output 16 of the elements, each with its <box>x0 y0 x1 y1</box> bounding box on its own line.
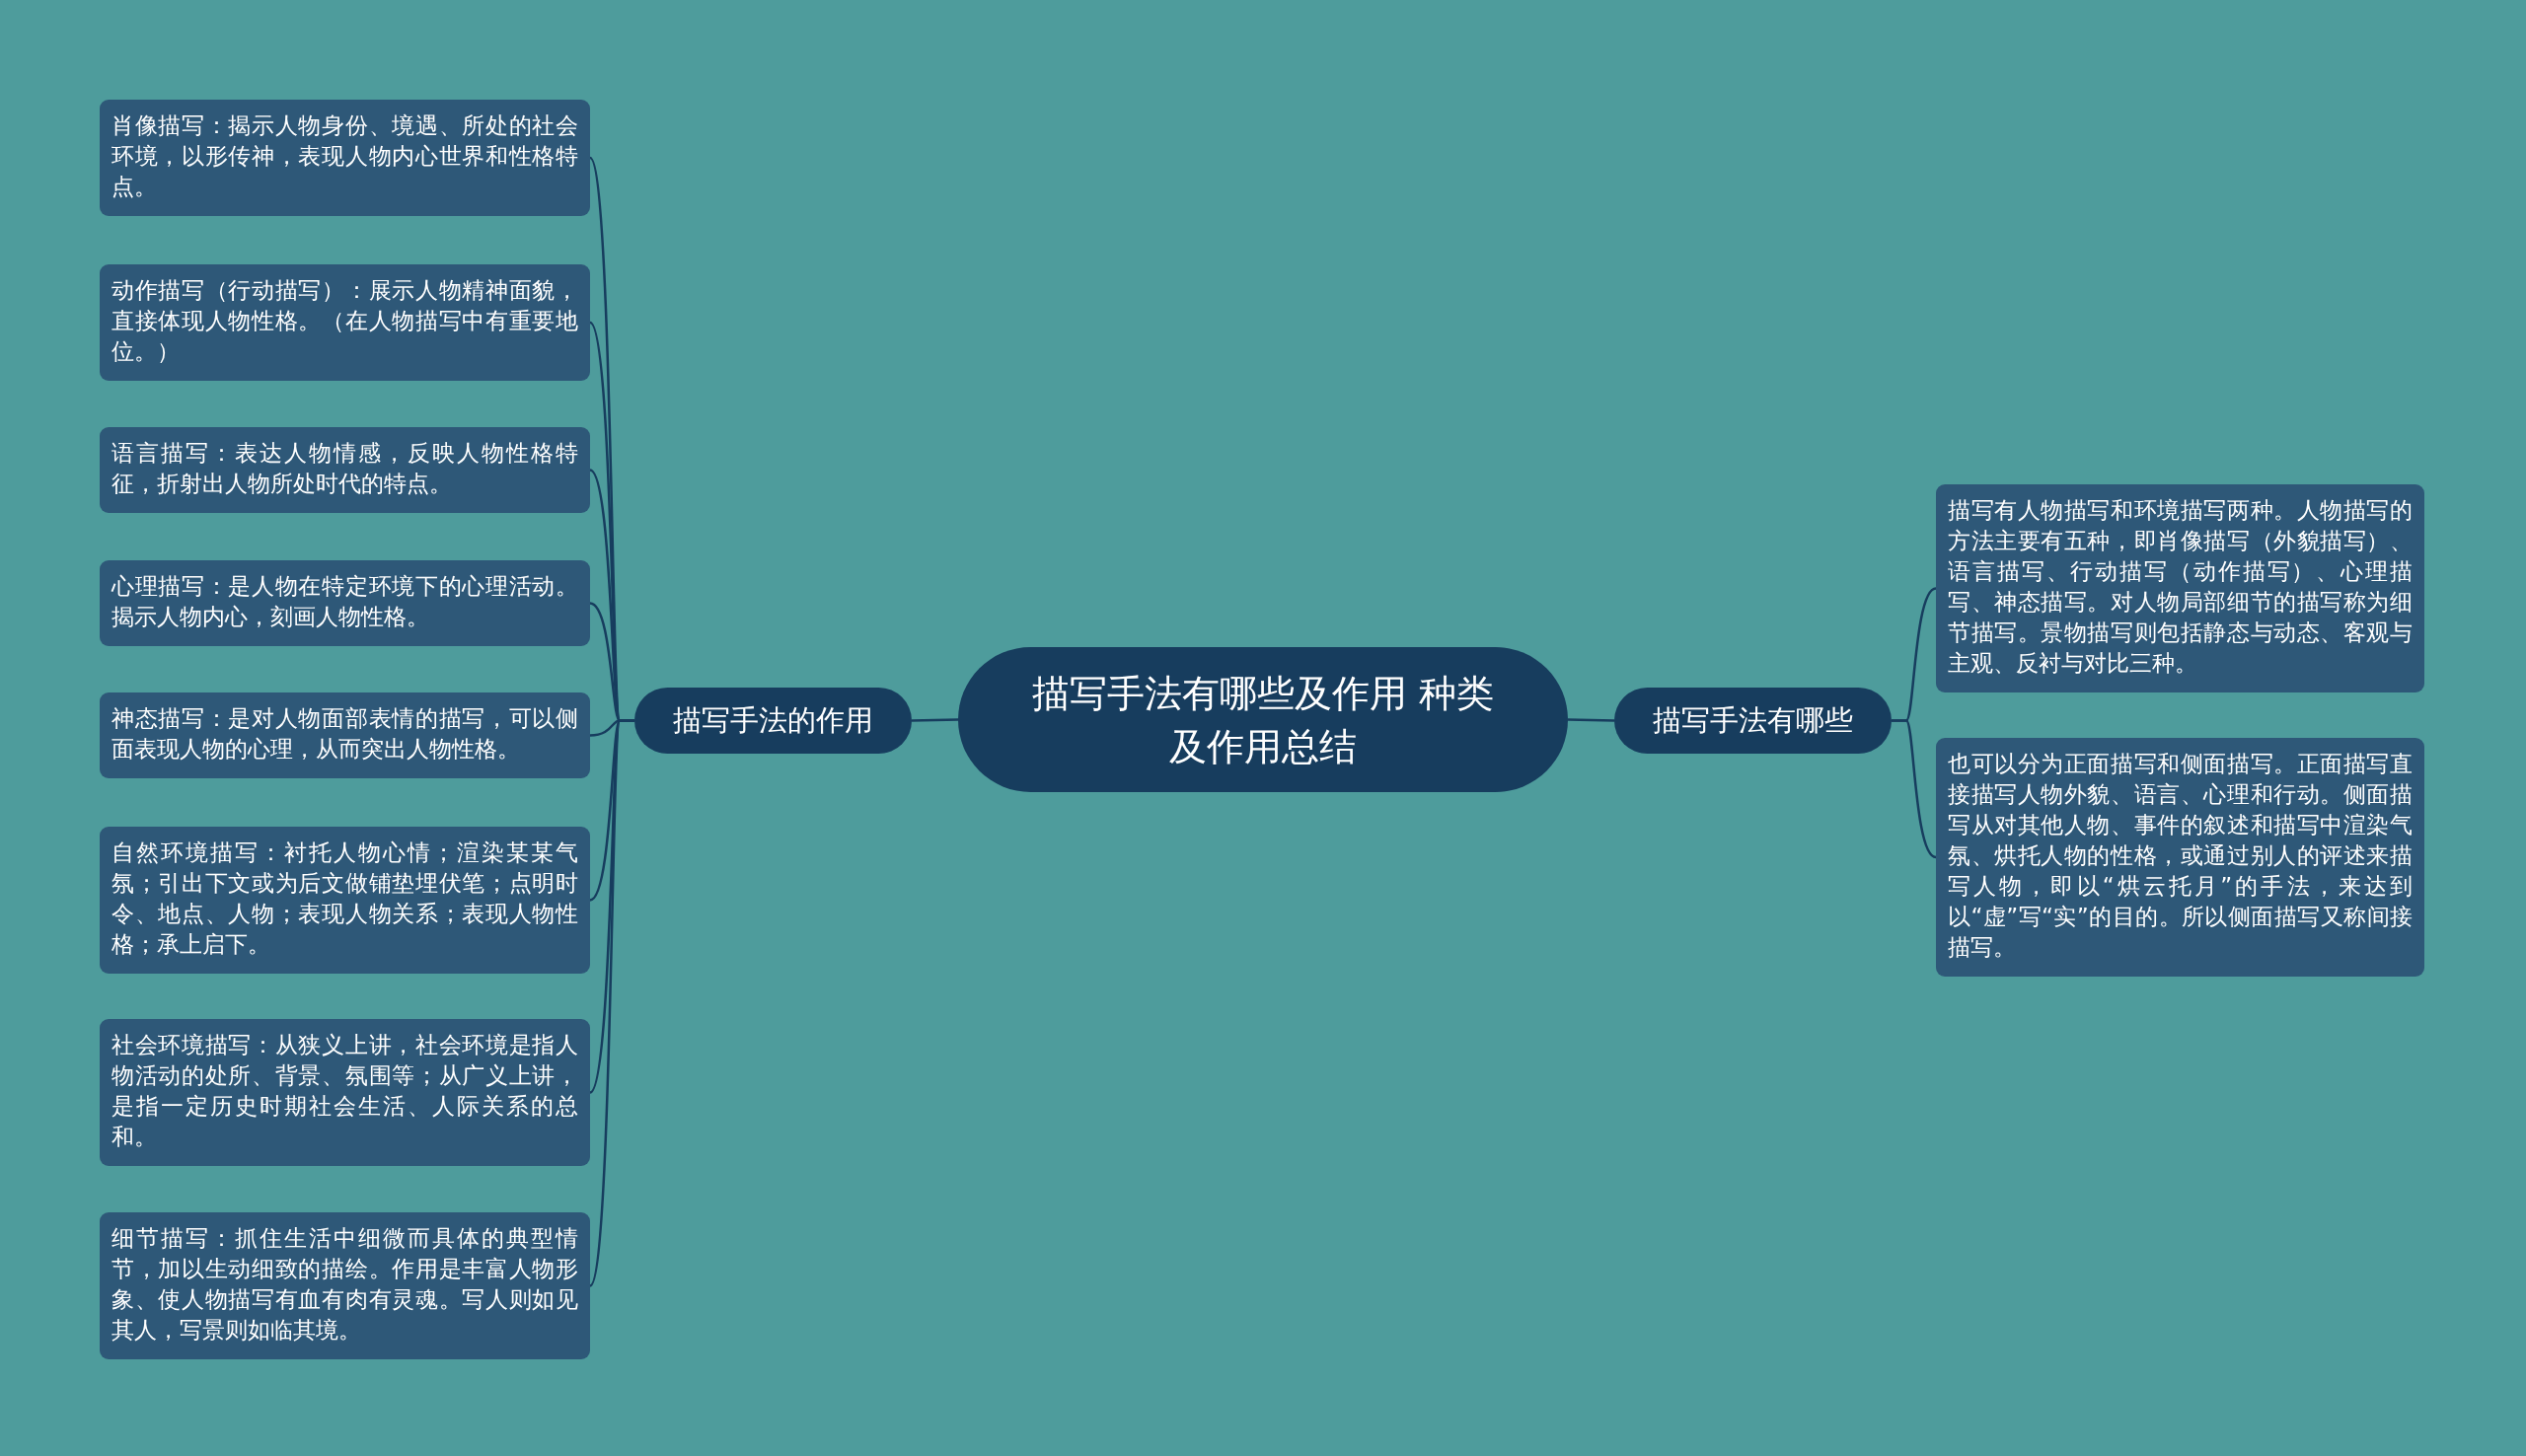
note-box: 描写有人物描写和环境描写两种。人物描写的方法主要有五种，即肖像描写（外貌描写）、语言描写、行动描写（动作描写）、心理描写、神态描写。对人物局部细节的描写称为细节描写。景物描写则包括静态与动态、客观与主观、反衬与对比三种。 <box>1936 484 2424 692</box>
note-box: 心理描写：是人物在特定环境下的心理活动。揭示人物内心，刻画人物性格。 <box>100 560 590 646</box>
branch-box: 描写手法有哪些 <box>1614 688 1892 754</box>
topic-box: 描写手法有哪些及作用 种类及作用总结 <box>958 647 1568 792</box>
note-box: 细节描写：抓住生活中细微而具体的典型情节，加以生动细致的描绘。作用是丰富人物形象、使人物描写有血有肉有灵魂。写人则如见其人，写景则如临其境。 <box>100 1212 590 1359</box>
note-box: 社会环境描写：从狭义上讲，社会环境是指人物活动的处所、背景、氛围等；从广义上讲，是指一定历史时期社会生活、人际关系的总和。 <box>100 1019 590 1166</box>
note-box: 肖像描写：揭示人物身份、境遇、所处的社会环境，以形传神，表现人物内心世界和性格特点。 <box>100 100 590 216</box>
note-box: 自然环境描写：衬托人物心情；渲染某某气氛；引出下文或为后文做铺垫埋伏笔；点明时令、地点、人物；表现人物关系；表现人物性格；承上启下。 <box>100 827 590 974</box>
connector <box>1892 719 1937 859</box>
note-box: 语言描写：表达人物情感，反映人物性格特征，折射出人物所处时代的特点。 <box>100 427 590 513</box>
note-box: 动作描写（行动描写）：展示人物精神面貌，直接体现人物性格。（在人物描写中有重要地位。） <box>100 264 590 381</box>
note-box: 神态描写：是对人物面部表情的描写，可以侧面表现人物的心理，从而突出人物性格。 <box>100 692 590 778</box>
connector <box>911 718 959 722</box>
branch-box: 描写手法的作用 <box>634 688 912 754</box>
note-box: 也可以分为正面描写和侧面描写。正面描写直接描写人物外貌、语言、心理和行动。侧面描写从对其他人物、事件的叙述和描写中渲染气氛、烘托人物的性格，或通过别人的评述来描写人物，即以“烘云托月”的手法，来达到以“虚”写“实”的目的。所以侧面描写又称间接描写。 <box>1936 738 2424 977</box>
connector <box>1567 718 1615 722</box>
